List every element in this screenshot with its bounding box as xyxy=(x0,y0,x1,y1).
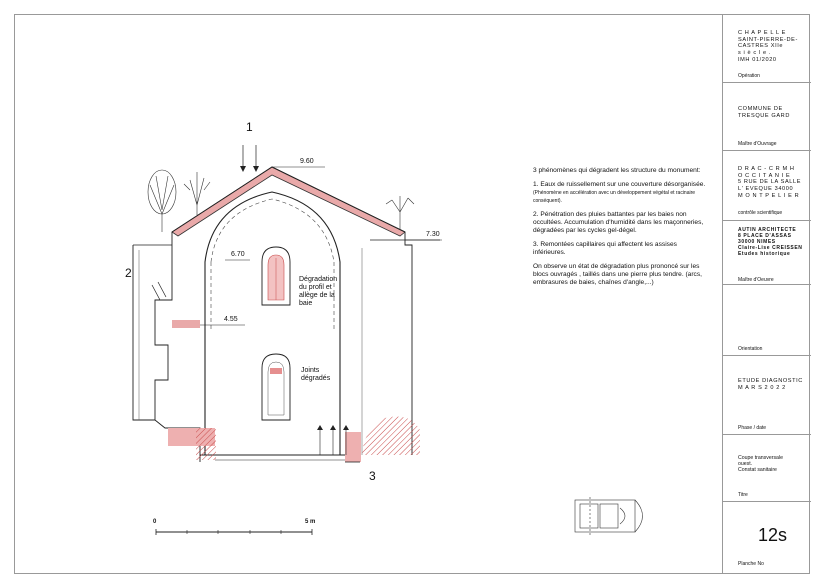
orientation-caption: Orientation xyxy=(738,346,763,352)
phase-text: ETUDE DIAGNOSTIC M A R S 2 0 2 2 xyxy=(738,378,803,391)
drac-caption: contrôle scientifique xyxy=(738,210,783,216)
commune-caption: Maître d'Ouvrage xyxy=(738,141,777,147)
scale-zero-label: 0 xyxy=(153,519,157,525)
lower-window-inner xyxy=(267,361,285,416)
lower-window-damage xyxy=(270,368,282,374)
left-lintel-damage xyxy=(172,320,200,328)
key-plan-icon xyxy=(574,497,643,535)
rain-arrowhead-1 xyxy=(240,166,246,172)
window-degradation-annotation: Dégradation du profil et allège de la ba… xyxy=(299,276,338,308)
note-point-1: 1. Eaux de ruissellement sur une couvert… xyxy=(533,181,706,205)
separator xyxy=(723,284,811,285)
separator xyxy=(723,434,811,435)
dimension-670: 6.70 xyxy=(231,251,245,258)
phase-caption: Phase / date xyxy=(738,425,767,431)
lower-window-arch xyxy=(261,353,291,421)
separator xyxy=(723,150,811,151)
separator xyxy=(723,355,811,356)
phenomenon-label-1: 1 xyxy=(246,120,253,134)
dimension-730: 7.30 xyxy=(426,231,440,238)
separator xyxy=(723,220,811,221)
right-soil-hatch xyxy=(362,416,420,455)
note-point-3: 3. Remontées capillaires qui affectent l… xyxy=(533,241,677,257)
right-aisle-outline xyxy=(404,232,413,455)
note-point-2: 2. Pénétration des pluies battantes par … xyxy=(533,211,704,235)
vault-arch xyxy=(204,191,341,455)
upper-window-arch xyxy=(261,246,291,306)
tree-mid-icon xyxy=(183,172,211,215)
scale-five-label: 5 m xyxy=(305,519,316,525)
left-aisle-outline xyxy=(132,232,173,421)
joints-annotation: Joints dégradés xyxy=(301,367,331,383)
rain-arrow-3 xyxy=(151,284,161,301)
title-caption: Titre xyxy=(738,492,748,498)
damp-arrowhead-3 xyxy=(343,425,349,430)
phenomenon-label-3: 3 xyxy=(369,469,376,483)
operation-text: C H A P E L L E SAINT-PIERRE-DE- CASTRES… xyxy=(738,30,798,63)
commune-text: COMMUNE DE TRESQUE GARD xyxy=(738,106,790,119)
tree-right-icon xyxy=(385,196,415,230)
damp-arrowhead-2 xyxy=(330,425,336,430)
right-base-damp xyxy=(345,432,361,462)
architect-text: AUTIN ARCHITECTE 8 PLACE D'ASSAS 30000 N… xyxy=(738,227,803,257)
architect-caption: Maître d'Oeuvre xyxy=(738,277,774,283)
rain-arrowhead-2 xyxy=(253,166,259,172)
drac-text: D R A C - C R M H O C C I T A N I E 5 RU… xyxy=(738,166,802,199)
tree-left-icon xyxy=(147,169,177,232)
phenomenon-label-2: 2 xyxy=(125,266,132,280)
dimension-455: 4.55 xyxy=(224,316,238,323)
diagnostic-note: 3 phénomènes qui dégradent les structure… xyxy=(533,167,708,293)
sheet-caption: Planche No xyxy=(738,561,764,567)
title-block: C H A P E L L E SAINT-PIERRE-DE- CASTRES… xyxy=(722,14,811,574)
left-base-hatch xyxy=(196,428,216,460)
operation-caption: Opération xyxy=(738,73,760,79)
vault-arch-dashed xyxy=(210,198,335,263)
note-intro: 3 phénomènes qui dégradent les structure… xyxy=(533,167,701,174)
rain-arrow-4 xyxy=(157,281,167,298)
separator xyxy=(723,82,811,83)
drawing-sheet-border xyxy=(14,14,810,574)
note-point-4: On observe un état de dégradation plus p… xyxy=(533,263,702,287)
roof-damage-zone xyxy=(171,166,406,237)
damp-arrowhead-1 xyxy=(317,425,323,430)
dimension-960: 9.60 xyxy=(300,158,314,165)
sheet-number: 12s xyxy=(758,525,788,545)
title-text: Coupe transversale ouest. Constat sanita… xyxy=(738,455,783,474)
separator xyxy=(723,501,811,502)
